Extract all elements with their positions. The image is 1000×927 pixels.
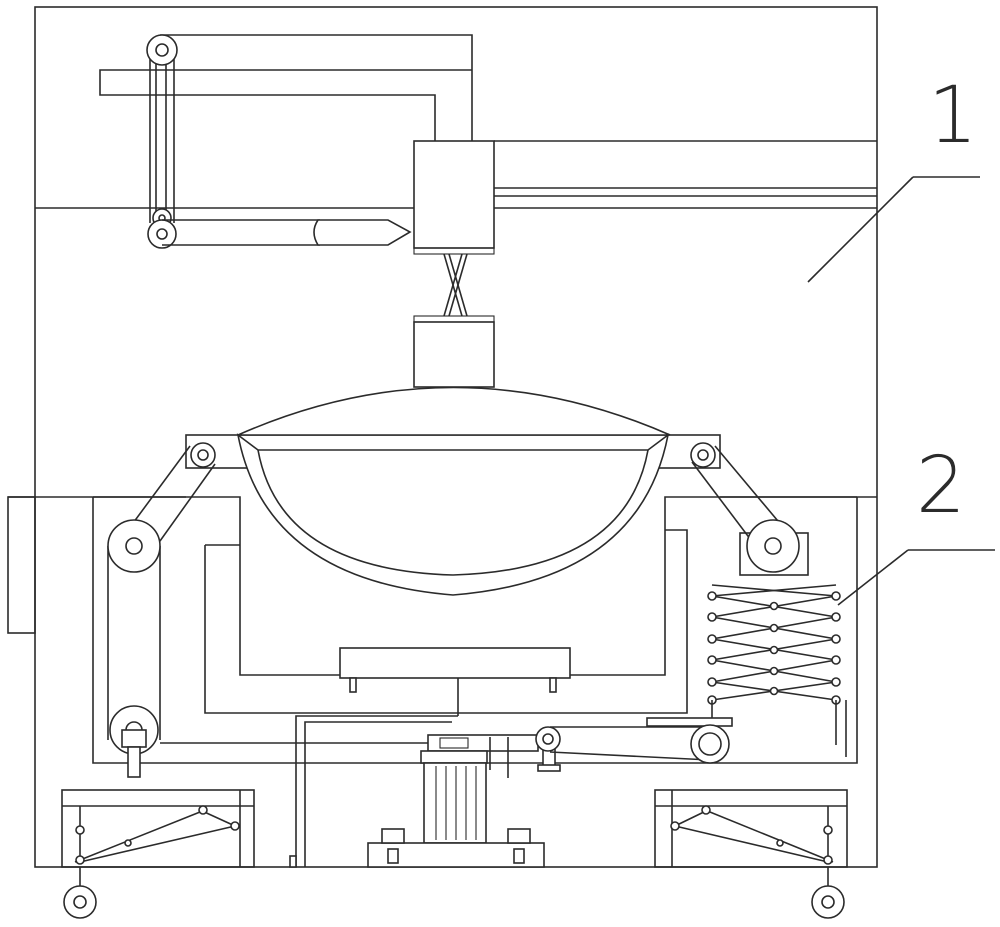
- motor: [420, 750, 488, 844]
- l-arm: [99, 34, 473, 141]
- callout-2: 2: [837, 441, 995, 606]
- callout-1: 1: [807, 71, 980, 283]
- left-belt-drive: [107, 519, 428, 778]
- drive-belt: [535, 724, 730, 764]
- label-1: 1: [928, 71, 978, 161]
- pot-bowl: [236, 433, 670, 596]
- right-spring-block: [739, 519, 809, 576]
- pot-lid: [237, 386, 671, 436]
- motor-base: [367, 828, 545, 868]
- lower-block: [413, 315, 495, 388]
- slider-block: [413, 140, 495, 255]
- pipe: [289, 715, 458, 868]
- heating-plate: [339, 647, 571, 716]
- blade: [313, 219, 412, 246]
- scissor-lift: [707, 584, 847, 757]
- right-leg-box: [654, 789, 848, 919]
- label-2: 2: [916, 441, 966, 531]
- belt-arm: [146, 34, 320, 249]
- top-rail: [494, 140, 877, 197]
- scissor-connector: [443, 253, 468, 317]
- left-leg-box: [61, 789, 255, 919]
